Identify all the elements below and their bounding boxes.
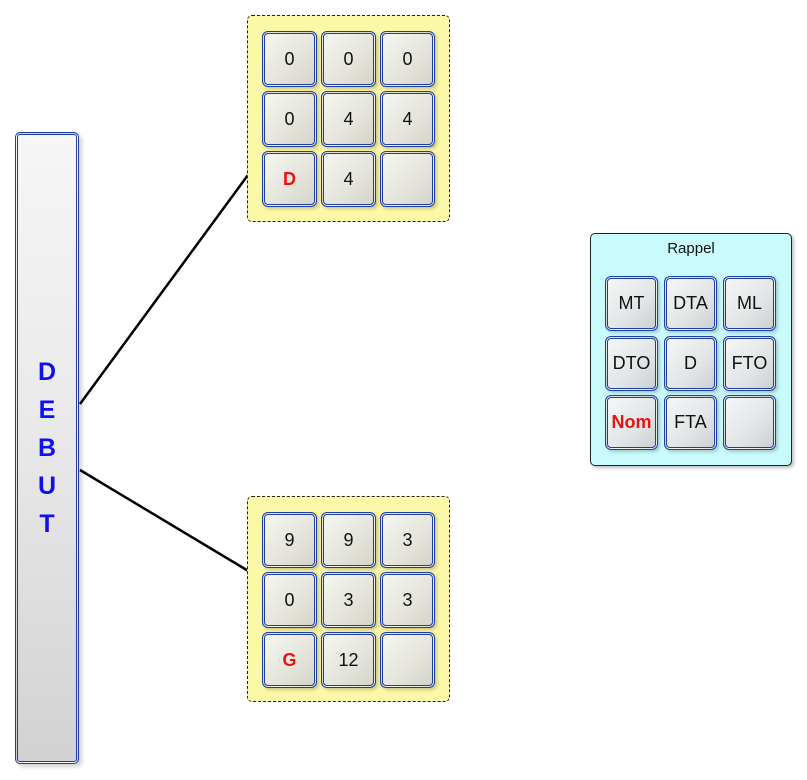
legend-panel: Rappel MT DTA ML DTO D FTO Nom FTA (590, 233, 792, 466)
grid-cell[interactable]: 0 (262, 572, 317, 628)
grid-cell[interactable]: 0 (380, 31, 435, 87)
grid-cell[interactable]: 4 (321, 91, 376, 147)
legend-cell: MT (605, 276, 658, 331)
legend-cell: ML (723, 276, 776, 331)
start-block[interactable]: D E B U T (15, 132, 79, 764)
start-label-letter: D (37, 358, 57, 386)
grid-cell[interactable]: 0 (262, 31, 317, 87)
grid-cell[interactable]: 4 (321, 151, 376, 207)
legend-cell: FTA (664, 395, 717, 450)
grid-cell[interactable]: 9 (321, 512, 376, 568)
grid-cell-highlight[interactable]: D (262, 151, 317, 207)
arrow-to-bottom-grid (79, 468, 261, 580)
grid-cell[interactable]: 0 (262, 91, 317, 147)
legend-cell: DTA (664, 276, 717, 331)
grid-cell-empty[interactable] (380, 151, 435, 207)
start-label-letter: B (37, 434, 57, 462)
grid-cell[interactable]: 3 (380, 572, 435, 628)
grid-bottom-panel[interactable]: 9 9 3 0 3 3 G 12 (247, 496, 450, 702)
legend-cell: D (664, 336, 717, 391)
arrow-to-top-grid (78, 148, 269, 405)
grid-cell[interactable]: 9 (262, 512, 317, 568)
grid-cell-empty[interactable] (380, 632, 435, 688)
grid-cell[interactable]: 4 (380, 91, 435, 147)
legend-cell: FTO (723, 336, 776, 391)
grid-cell[interactable]: 3 (321, 572, 376, 628)
grid-top-panel[interactable]: 0 0 0 0 4 4 D 4 (247, 15, 450, 222)
grid-cell[interactable]: 3 (380, 512, 435, 568)
start-label-letter: U (37, 472, 57, 500)
legend-title: Rappel (667, 240, 715, 257)
legend-cell-empty (723, 395, 776, 450)
legend-cell: DTO (605, 336, 658, 391)
grid-cell[interactable]: 12 (321, 632, 376, 688)
start-label-letter: E (38, 396, 56, 424)
start-label-letter: T (39, 510, 55, 538)
grid-cell[interactable]: 0 (321, 31, 376, 87)
legend-cell-highlight: Nom (605, 395, 658, 450)
grid-cell-highlight[interactable]: G (262, 632, 317, 688)
